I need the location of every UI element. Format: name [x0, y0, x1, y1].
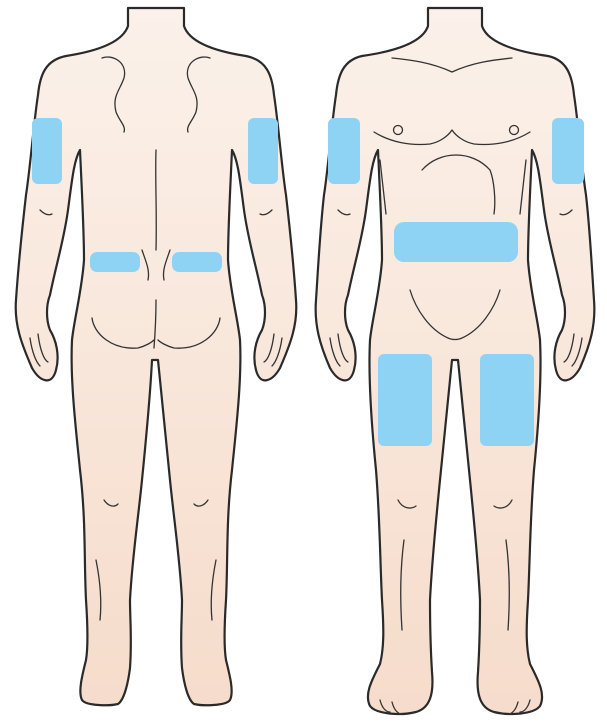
front-view-figure [316, 8, 595, 714]
front-right-arm-zone [328, 118, 360, 184]
front-abdomen-zone [394, 222, 518, 262]
front-right-thigh-zone [378, 354, 432, 446]
back-right-buttock-zone [172, 252, 222, 272]
front-body-outline [316, 8, 595, 714]
front-left-arm-zone [552, 118, 584, 184]
back-right-arm-zone [248, 118, 278, 184]
front-left-thigh-zone [480, 354, 534, 446]
back-spine [156, 150, 157, 250]
back-left-buttock-zone [90, 252, 140, 272]
back-left-arm-zone [32, 118, 62, 184]
back-body-outline [16, 8, 297, 705]
back-view-figure [16, 8, 297, 705]
